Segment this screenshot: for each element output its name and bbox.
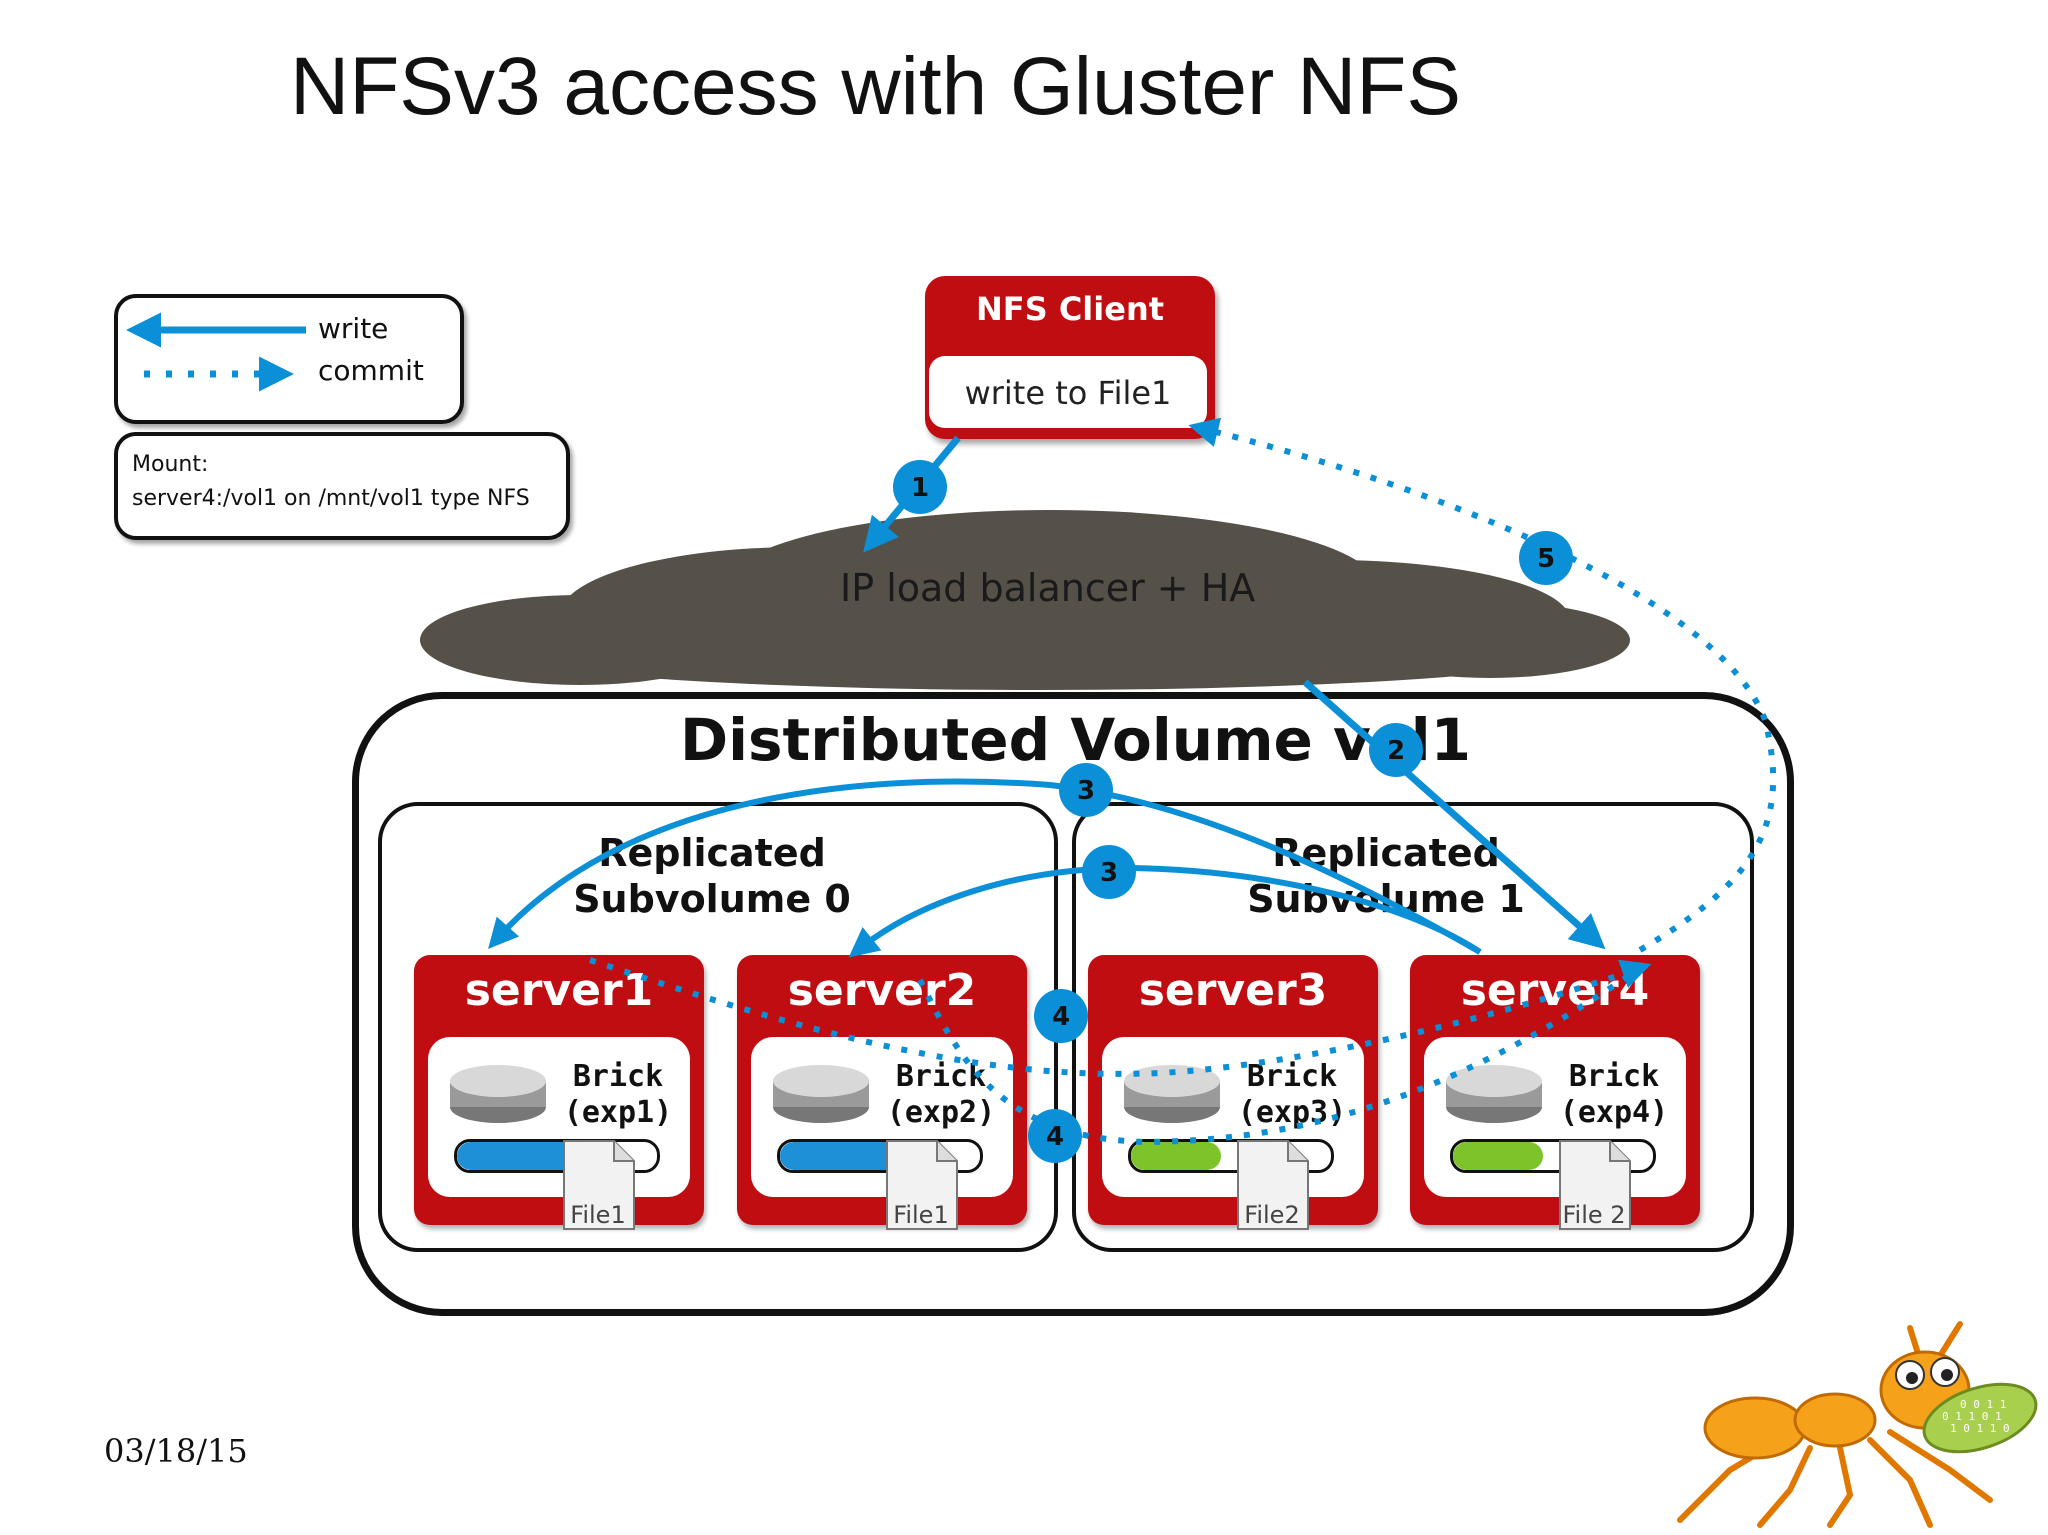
server-4-brick-panel: Brick(exp4) File 2 — [1424, 1037, 1686, 1230]
file-label: File1 — [893, 1201, 949, 1229]
nfs-client-box: NFS Client write to File1 — [925, 276, 1215, 439]
disk-icon — [1446, 1065, 1542, 1123]
mount-title: Mount: — [132, 452, 209, 477]
subvolume-1-line2: Subvolume 1 — [1247, 877, 1525, 921]
server-3: server3 Brick(exp3) File2 — [1088, 955, 1378, 1230]
brick-title: Brick — [1568, 1059, 1660, 1094]
usage-fill — [1453, 1142, 1543, 1170]
legend-commit-label: commit — [318, 354, 424, 387]
server-4: server4 Brick(exp4) File 2 — [1410, 955, 1700, 1230]
file-label: File1 — [570, 1201, 626, 1229]
brick-export: (exp1) — [563, 1095, 673, 1130]
volume-title: Distributed Volume vol1 — [680, 706, 1471, 774]
subvolume-1-label: Replicated Subvolume 1 — [1236, 830, 1536, 922]
usage-fill — [457, 1142, 577, 1170]
brick-title: Brick — [895, 1059, 987, 1094]
usage-fill — [1131, 1142, 1221, 1170]
brick-title: Brick — [572, 1059, 664, 1094]
subvolume-1-line1: Replicated — [1272, 831, 1500, 875]
server-1: server1 Brick(exp1) File1 — [414, 955, 704, 1230]
server-2: server2 Brick(exp2) File1 — [737, 955, 1027, 1230]
nfs-client-action: write to File1 — [964, 374, 1172, 412]
file-document-icon: File1 — [881, 1137, 961, 1233]
server-1-brick-panel: Brick(exp1) File1 — [428, 1037, 690, 1230]
load-balancer-label: IP load balancer + HA — [840, 566, 1256, 610]
nfs-client-title: NFS Client — [975, 290, 1165, 328]
server-3-name: server3 — [1138, 965, 1328, 1016]
gluster-ant-logo: 0 1 1 0 1 1 0 1 1 0 0 0 1 1 — [1677, 1321, 2038, 1528]
server-2-brick-panel: Brick(exp2) File1 — [751, 1037, 1013, 1230]
server-4-brick-label: Brick(exp4) — [1554, 1059, 1674, 1131]
server-3-brick-label: Brick(exp3) — [1232, 1059, 1352, 1131]
brick-title: Brick — [1246, 1059, 1338, 1094]
usage-fill — [780, 1142, 900, 1170]
disk-icon — [450, 1065, 546, 1123]
server-1-brick-label: Brick(exp1) — [558, 1059, 678, 1131]
mount-text: server4:/vol1 on /mnt/vol1 type NFS — [132, 486, 530, 511]
file-document-icon: File 2 — [1554, 1137, 1634, 1233]
server-2-brick-label: Brick(exp2) — [881, 1059, 1001, 1131]
disk-icon — [1124, 1065, 1220, 1123]
brick-export: (exp2) — [886, 1095, 996, 1130]
mount-info-box: Mount: server4:/vol1 on /mnt/vol1 type N… — [114, 432, 570, 540]
svg-text:0 1 1 0 1: 0 1 1 0 1 — [1942, 1410, 2002, 1423]
file-document-icon: File2 — [1232, 1137, 1312, 1233]
brick-export: (exp4) — [1559, 1095, 1669, 1130]
file-label: File2 — [1244, 1201, 1300, 1229]
brick-export: (exp3) — [1237, 1095, 1347, 1130]
server-1-name: server1 — [464, 965, 654, 1016]
disk-icon — [773, 1065, 869, 1123]
svg-text:1 0 1 1 0: 1 0 1 1 0 — [1950, 1422, 2010, 1435]
server-3-brick-panel: Brick(exp3) File2 — [1102, 1037, 1364, 1230]
svg-text:0 0 1 1: 0 0 1 1 — [1960, 1398, 2006, 1411]
file-label: File 2 — [1562, 1201, 1626, 1229]
subvolume-0-line2: Subvolume 0 — [573, 877, 851, 921]
slide-title: NFSv3 access with Gluster NFS — [290, 41, 1462, 132]
nfs-client-panel: write to File1 — [929, 356, 1207, 428]
legend-write-label: write — [318, 312, 389, 345]
server-2-name: server2 — [787, 965, 977, 1016]
server-4-name: server4 — [1460, 965, 1650, 1016]
subvolume-0-line1: Replicated — [598, 831, 826, 875]
subvolume-0-label: Replicated Subvolume 0 — [562, 830, 862, 922]
file-document-icon: File1 — [558, 1137, 638, 1233]
slide-date: 03/18/15 — [104, 1432, 248, 1470]
